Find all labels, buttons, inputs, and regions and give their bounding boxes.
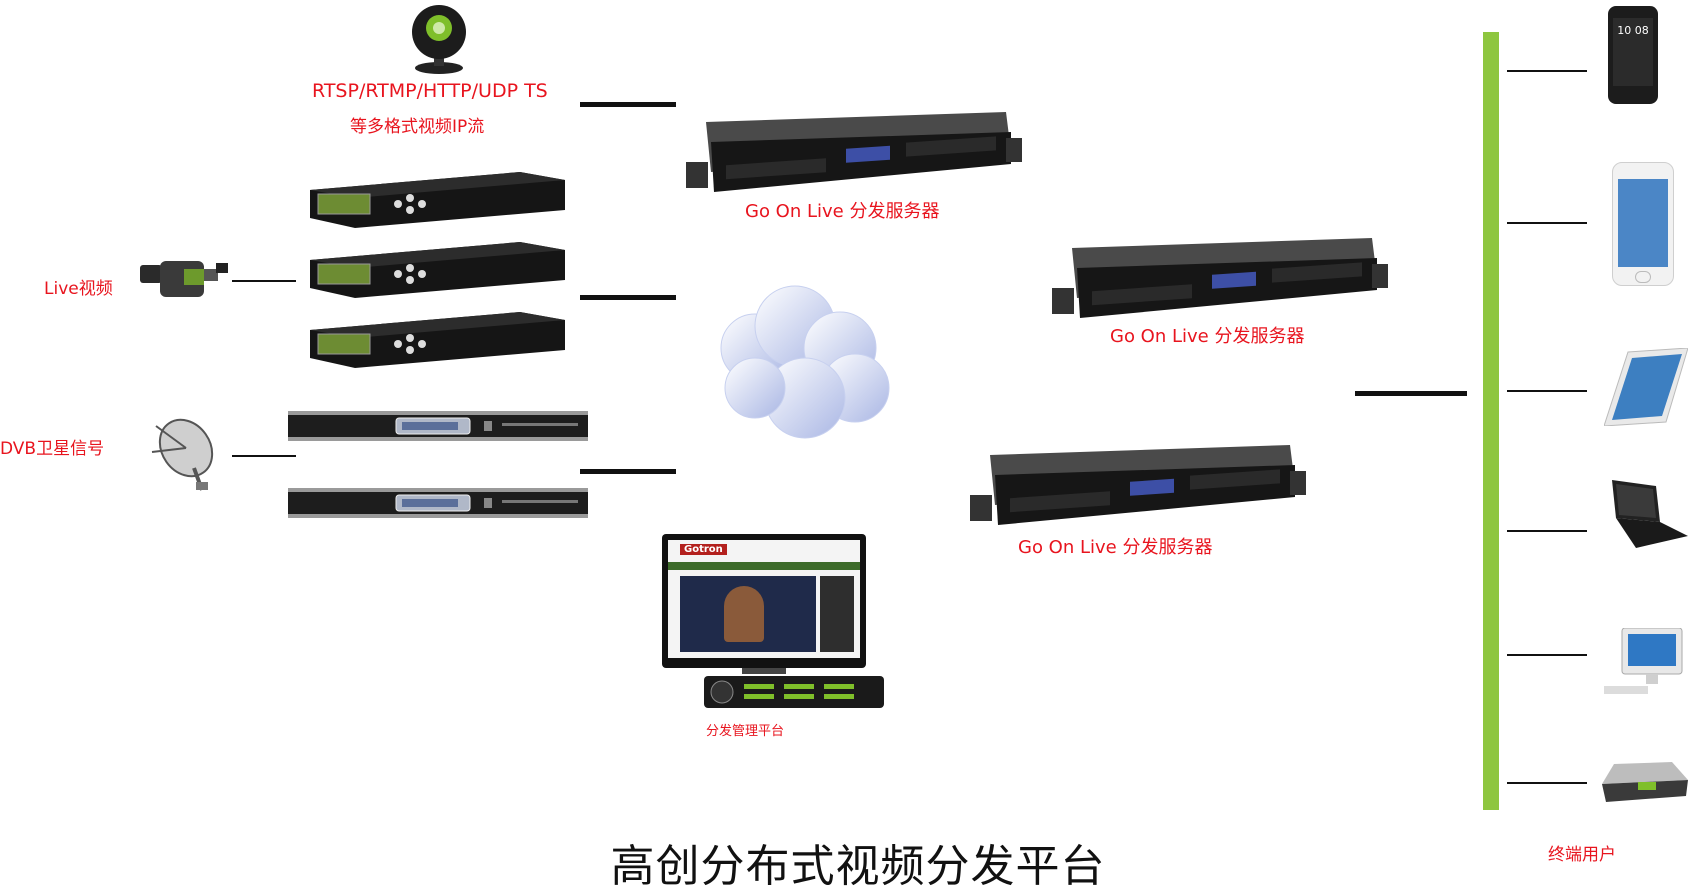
iphone-icon bbox=[1612, 162, 1674, 286]
server-1-label: Go On Live 分发服务器 bbox=[745, 201, 940, 222]
terminal-connector bbox=[1507, 782, 1587, 784]
management-monitor: Gotron bbox=[662, 534, 866, 668]
camcorder-icon bbox=[140, 255, 230, 305]
diagram-title: 高创分布式视频分发平台 bbox=[610, 841, 1106, 892]
monitor-stand bbox=[742, 668, 786, 674]
desktop-computer-icon bbox=[1604, 628, 1684, 698]
android-phone-icon: 10 08 bbox=[1608, 6, 1658, 104]
laptop-icon bbox=[1606, 480, 1688, 550]
screen-logo: Gotron bbox=[680, 544, 727, 555]
distribution-server-3 bbox=[970, 445, 1306, 531]
live-video-connector bbox=[232, 280, 296, 282]
dvb-connector bbox=[232, 455, 296, 457]
distribution-server-1 bbox=[686, 112, 1022, 198]
terminal-connector bbox=[1507, 70, 1587, 72]
server-2-label: Go On Live 分发服务器 bbox=[1110, 326, 1305, 347]
satellite-dish-icon bbox=[146, 418, 224, 492]
terminal-bus-bar bbox=[1483, 32, 1499, 810]
ip-stream-label-line1: RTSP/RTMP/HTTP/UDP TS bbox=[312, 80, 548, 102]
terminal-connector bbox=[1507, 654, 1587, 656]
encoder-device bbox=[310, 242, 565, 298]
terminal-connector bbox=[1507, 390, 1587, 392]
webcam-icon bbox=[405, 2, 473, 74]
live-video-label: Live视频 bbox=[44, 279, 113, 299]
dvb-satellite-label: DVB卫星信号 bbox=[0, 439, 105, 459]
terminal-connector bbox=[1507, 530, 1587, 532]
receiver-connector bbox=[580, 469, 676, 474]
ip-stream-connector bbox=[580, 102, 676, 107]
cloud-icon bbox=[695, 278, 905, 448]
terminal-connector bbox=[1507, 222, 1587, 224]
satellite-receiver-device bbox=[288, 484, 588, 522]
distribution-server-2 bbox=[1052, 238, 1388, 324]
management-appliance bbox=[704, 674, 884, 710]
set-top-box-icon bbox=[1602, 762, 1688, 804]
ip-stream-label-line2: 等多格式视频IP流 bbox=[350, 117, 485, 137]
server-3-label: Go On Live 分发服务器 bbox=[1018, 537, 1213, 558]
encoder-device bbox=[310, 172, 565, 228]
management-platform-label: 分发管理平台 bbox=[706, 724, 785, 739]
phone-clock: 10 08 bbox=[1617, 24, 1649, 37]
encoder-connector bbox=[580, 295, 676, 300]
tablet-icon bbox=[1604, 348, 1688, 426]
satellite-receiver-device bbox=[288, 407, 588, 445]
encoder-device bbox=[310, 312, 565, 368]
terminal-users-label: 终端用户 bbox=[1548, 845, 1616, 865]
server-output-connector bbox=[1355, 391, 1467, 396]
monitor-screen: Gotron bbox=[668, 540, 860, 658]
